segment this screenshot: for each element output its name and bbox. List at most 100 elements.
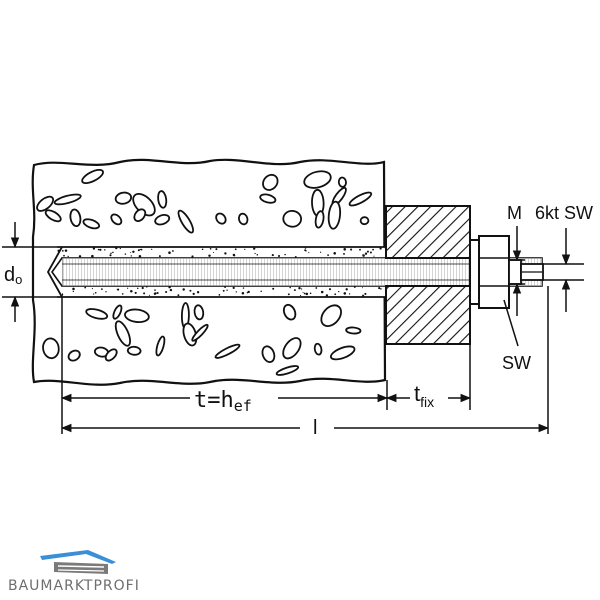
mortar-speck bbox=[364, 292, 367, 295]
mortar-speck bbox=[272, 287, 275, 290]
fixture-bottom bbox=[385, 285, 471, 345]
mortar-speck bbox=[112, 251, 114, 254]
mortar-speck bbox=[67, 255, 69, 258]
aggregate-stone bbox=[191, 323, 209, 342]
mortar-speck bbox=[308, 252, 310, 254]
aggregate-stone bbox=[259, 193, 277, 204]
rod-end bbox=[508, 259, 522, 285]
mortar-speck bbox=[299, 295, 302, 297]
mortar-speck bbox=[362, 254, 365, 257]
mortar-speck bbox=[333, 252, 336, 255]
mortar-speck bbox=[256, 254, 259, 256]
mortar-speck bbox=[116, 288, 118, 291]
mortar-speck bbox=[289, 286, 291, 289]
mortar-speck bbox=[92, 293, 95, 295]
aggregate-stone bbox=[261, 345, 276, 363]
mortar-speck bbox=[63, 254, 65, 257]
thread-label: M bbox=[507, 203, 522, 223]
mortar-speck bbox=[350, 248, 353, 251]
mortar-speck bbox=[132, 250, 135, 253]
mortar-speck bbox=[119, 247, 121, 250]
mortar-speck bbox=[215, 248, 218, 251]
mortar-speck bbox=[300, 288, 303, 290]
mortar-speck bbox=[130, 255, 132, 257]
aggregate-stone bbox=[112, 304, 123, 320]
fixture-top bbox=[385, 205, 471, 259]
mortar-speck bbox=[359, 248, 361, 251]
mortar-speck bbox=[241, 291, 245, 295]
aggregate-stone bbox=[157, 190, 168, 209]
mortar-speck bbox=[115, 246, 118, 250]
mortar-speck bbox=[151, 248, 153, 250]
aggregate-stone bbox=[44, 209, 62, 223]
mortar-speck bbox=[277, 254, 281, 258]
mortar-speck bbox=[209, 247, 212, 250]
aggregate-stone bbox=[82, 218, 101, 230]
mortar-speck bbox=[338, 290, 340, 293]
mortar-speck bbox=[271, 254, 274, 257]
aggregate-stone bbox=[69, 208, 82, 228]
mortar-speck bbox=[247, 290, 250, 294]
aggregate-stone bbox=[215, 212, 227, 225]
mortar-speck bbox=[138, 255, 142, 258]
aggregate-stone bbox=[177, 209, 194, 234]
mortar-speck bbox=[168, 251, 171, 254]
mortar-speck bbox=[104, 249, 106, 251]
mortar-speck bbox=[305, 292, 309, 296]
aggregate-stone bbox=[36, 195, 55, 212]
hex-socket-dimension bbox=[543, 228, 584, 312]
aggregate-stone bbox=[110, 213, 123, 226]
mortar-speck bbox=[235, 291, 237, 293]
mortar-speck bbox=[328, 288, 332, 291]
mortar-speck bbox=[94, 291, 97, 294]
aggregate-stone bbox=[53, 193, 82, 206]
mortar-speck bbox=[130, 252, 132, 254]
aggregate-stone bbox=[320, 304, 342, 327]
mortar-speck bbox=[334, 293, 337, 296]
mortar-speck bbox=[319, 251, 322, 253]
mortar-speck bbox=[364, 252, 368, 255]
mortar-speck bbox=[143, 292, 146, 295]
thread-dimension bbox=[509, 226, 525, 316]
mortar-speck bbox=[101, 288, 103, 290]
aggregate-stone bbox=[81, 168, 104, 185]
mortar-speck bbox=[165, 290, 168, 294]
mortar-speck bbox=[141, 286, 144, 290]
mortar-speck bbox=[208, 254, 211, 257]
mortar-speck bbox=[373, 255, 375, 257]
mortar-speck bbox=[154, 292, 157, 295]
mortar-speck bbox=[192, 292, 195, 296]
mortar-speck bbox=[117, 288, 120, 291]
mortar-speck bbox=[61, 250, 64, 252]
aggregate-stone bbox=[193, 304, 205, 321]
aggregate-stone bbox=[104, 348, 118, 362]
aggregate-stone bbox=[155, 335, 166, 357]
d0-label: do bbox=[4, 264, 22, 287]
mortar-speck bbox=[260, 290, 262, 293]
hex-socket-label: 6kt SW bbox=[535, 203, 593, 223]
mortar-speck bbox=[309, 292, 312, 295]
mortar-speck bbox=[226, 289, 228, 291]
mortar-speck bbox=[139, 248, 141, 251]
aggregate-stone bbox=[359, 216, 370, 226]
aggregate-stone bbox=[327, 200, 342, 230]
aggregate-stone bbox=[337, 176, 347, 188]
mortar-speck bbox=[287, 293, 290, 296]
aggregate-stone bbox=[282, 209, 302, 228]
aggregate-stone bbox=[85, 308, 109, 320]
aggregate-stone bbox=[348, 191, 373, 207]
aggregate-stones bbox=[36, 168, 373, 376]
mortar-speck bbox=[189, 289, 192, 292]
mortar-speck bbox=[218, 294, 221, 296]
mortar-speck bbox=[110, 252, 112, 255]
aggregate-stone bbox=[154, 214, 171, 226]
mortar-speck bbox=[372, 248, 374, 251]
hex-nut bbox=[478, 235, 510, 309]
mortar-speck bbox=[254, 252, 256, 255]
wrench-label: SW bbox=[502, 353, 531, 373]
mortar-speck bbox=[72, 287, 75, 291]
mortar-speck bbox=[130, 289, 133, 293]
mortar-speck bbox=[284, 253, 286, 256]
aggregate-stone bbox=[114, 191, 133, 205]
